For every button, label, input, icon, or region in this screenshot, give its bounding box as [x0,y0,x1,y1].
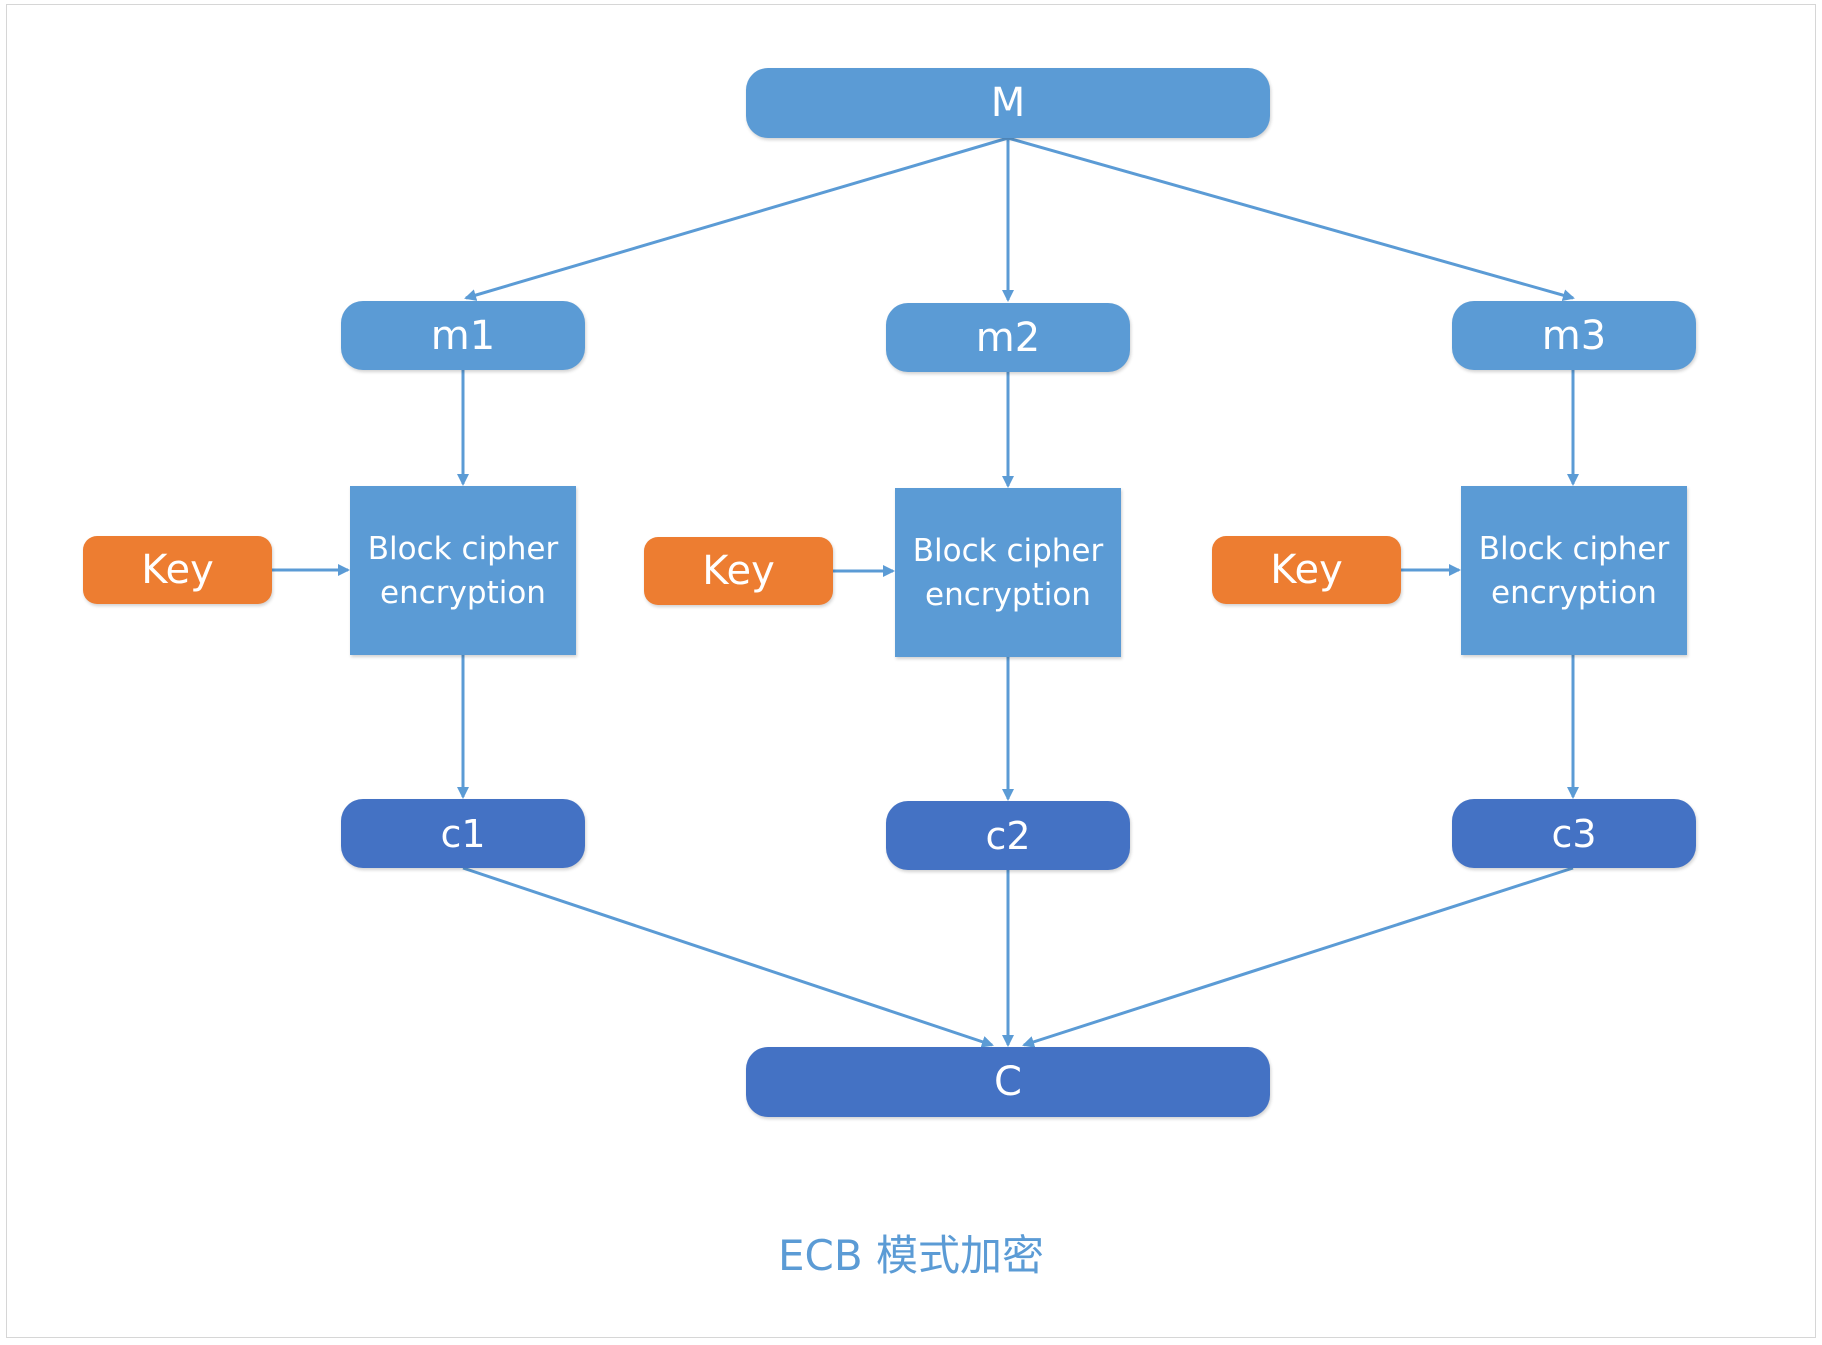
arrow-m-to-m3 [1007,136,1575,302]
plaintext-block-2: m2 [886,303,1130,372]
ciphertext-block-3-label: c3 [1551,811,1597,856]
block-cipher-1: Block cipher encryption [350,486,576,655]
block-cipher-2-line1: Block cipher [912,532,1104,569]
block-cipher-2-line2: encryption [925,576,1091,613]
key-node-1-label: Key [141,547,214,593]
arrow-c3-to-C [1022,866,1574,1048]
message-node: M [746,68,1270,138]
key-node-3: Key [1212,536,1401,604]
block-cipher-2: Block cipher encryption [895,488,1121,657]
block-cipher-3: Block cipher encryption [1461,486,1687,655]
plaintext-block-3: m3 [1452,301,1696,370]
plaintext-block-2-label: m2 [975,314,1041,361]
arrow-m-to-m1 [464,136,1009,301]
ciphertext-block-1: c1 [341,799,585,868]
plaintext-block-1: m1 [341,301,585,370]
ciphertext-node: C [746,1047,1270,1117]
key-node-1: Key [83,536,272,604]
plaintext-block-1-label: m1 [430,312,496,359]
block-cipher-1-line2: encryption [380,574,546,611]
message-label: M [990,80,1026,126]
diagram-caption: ECB 模式加密 [777,1231,1045,1280]
key-node-3-label: Key [1270,547,1343,593]
block-cipher-1-line1: Block cipher [367,530,559,567]
ciphertext-label: C [994,1059,1022,1105]
arrow-c1-to-C [462,866,994,1048]
block-cipher-3-line2: encryption [1491,574,1657,611]
ciphertext-block-1-label: c1 [440,811,486,856]
ciphertext-block-3: c3 [1452,799,1696,868]
key-node-2: Key [644,537,833,605]
key-node-2-label: Key [702,548,775,594]
ciphertext-block-2: c2 [886,801,1130,870]
ciphertext-block-2-label: c2 [985,813,1031,858]
block-cipher-3-line1: Block cipher [1478,530,1670,567]
plaintext-block-3-label: m3 [1541,312,1607,359]
